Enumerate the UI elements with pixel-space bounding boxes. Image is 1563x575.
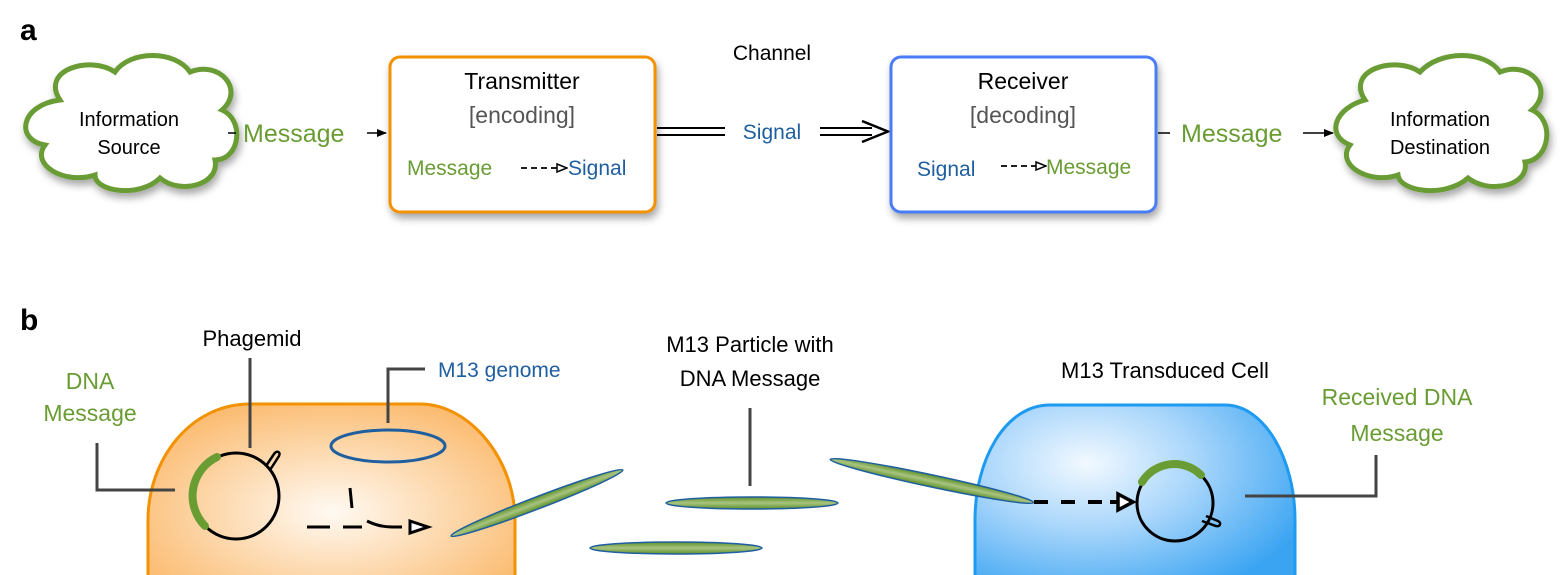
phagemid-origin-loop — [264, 450, 281, 471]
panel-b-label: b — [20, 304, 38, 337]
m13-rod-entering — [829, 457, 1035, 505]
source-line2: Source — [97, 137, 160, 159]
m13-genome-leader — [386, 367, 425, 423]
panel-a-label: a — [20, 14, 37, 47]
dna-message-line2: Message — [43, 400, 136, 426]
message-right: Message — [1181, 120, 1282, 148]
packaging-dash — [348, 487, 354, 509]
receiver-subtitle: [decoding] — [970, 102, 1076, 128]
received-line2: Message — [1350, 420, 1443, 446]
receiver-to: Message — [1046, 156, 1131, 179]
m13-particle-rods — [450, 468, 839, 555]
information-source-cloud — [23, 53, 240, 193]
transmitter-box — [388, 55, 657, 214]
source-line1: Information — [79, 109, 179, 131]
receiver-from: Signal — [917, 158, 975, 181]
m13-rod-exiting — [450, 468, 624, 538]
received-leader — [1245, 455, 1378, 498]
m13-genome-ring — [329, 428, 447, 464]
channel-arrowhead — [861, 119, 892, 144]
packaging-arrowhead — [408, 518, 433, 536]
channel-label: Channel — [733, 42, 811, 65]
received-dna-insert — [1138, 460, 1205, 486]
transmitter-to: Signal — [568, 157, 626, 180]
signal-label: Signal — [743, 121, 801, 144]
transmitter-subtitle: [encoding] — [469, 102, 575, 128]
dna-message-leader — [95, 443, 175, 492]
destination-line2: Destination — [1390, 137, 1490, 159]
transduced-cell-label: M13 Transduced Cell — [1061, 358, 1269, 383]
dna-message-line1: DNA — [66, 368, 115, 394]
received-line1: Received DNA — [1322, 384, 1473, 410]
m13-genome-label: M13 genome — [438, 359, 561, 382]
information-destination-cloud — [1333, 53, 1550, 193]
phagemid-label: Phagemid — [202, 326, 301, 351]
transduction-arrowhead — [1116, 491, 1137, 513]
transmitter-title: Transmitter — [464, 68, 580, 94]
m13-rod-middle — [665, 496, 839, 510]
receiver-title: Receiver — [978, 68, 1069, 94]
message-left: Message — [243, 120, 344, 148]
particle-line2: DNA Message — [680, 366, 821, 391]
phagemid-dna-insert — [188, 453, 221, 530]
m13-rod-lower — [589, 541, 763, 555]
packaging-arrow-line — [307, 519, 402, 529]
received-origin-loop — [1201, 514, 1222, 528]
particle-line1: M13 Particle with — [666, 332, 834, 357]
recipient-cell — [973, 403, 1297, 575]
receiver-box — [889, 55, 1158, 214]
donor-cell — [146, 402, 517, 575]
transmitter-from: Message — [407, 157, 492, 180]
destination-line1: Information — [1390, 109, 1490, 131]
